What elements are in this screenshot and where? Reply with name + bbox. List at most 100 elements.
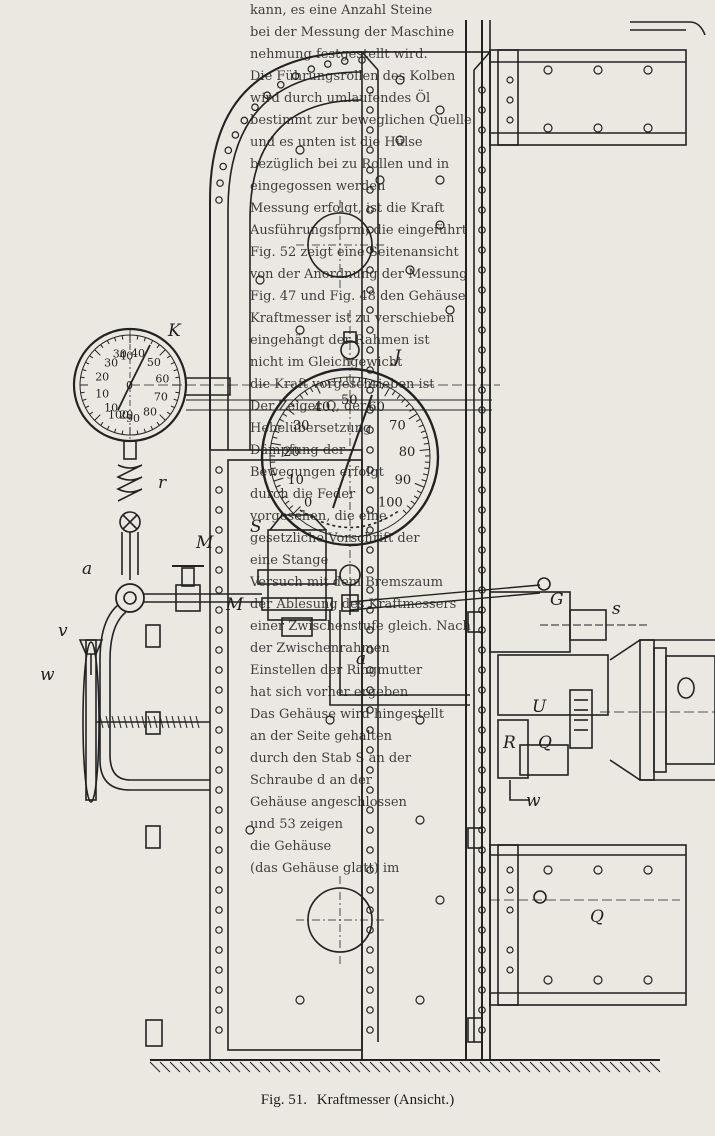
lever-mechanism (489, 591, 680, 904)
rivet (366, 766, 374, 774)
large-scale-label: 80 (399, 445, 416, 460)
rivet (340, 57, 349, 65)
rivet (506, 96, 514, 104)
small-scale-label: 40 (119, 349, 133, 362)
small-scale-label: 20 (119, 409, 133, 422)
rivet (478, 766, 486, 774)
rivet (215, 626, 223, 634)
bleed-line: wird durch umlaufendes Öl (250, 89, 430, 106)
rivet (366, 886, 374, 894)
rivet (478, 106, 486, 114)
rivet (366, 546, 374, 554)
rivet (366, 206, 374, 214)
rivet (231, 131, 240, 139)
rivet (358, 56, 366, 64)
small-scale-label: 70 (154, 391, 168, 404)
rivet (478, 506, 486, 514)
rivet (215, 196, 223, 204)
rivet (478, 966, 486, 974)
rivet (478, 366, 486, 374)
small-scale-label: 90 (126, 412, 140, 425)
rivet (478, 866, 486, 874)
rivet (366, 566, 374, 574)
small-scale-label: 80 (143, 405, 157, 418)
rivet (263, 91, 271, 100)
rivet (366, 266, 374, 274)
large-scale-label: 40 (314, 400, 331, 415)
label-M2: M (225, 595, 244, 615)
bleed-line: Einstellen der Ringmutter (250, 663, 423, 678)
rivet (307, 65, 316, 73)
rivet (478, 166, 486, 174)
small-scale-label: 10 (95, 387, 109, 400)
bleed-line: Das Gehäuse wird hingestellt (250, 707, 445, 722)
rivet (395, 135, 405, 145)
rivet (366, 986, 374, 994)
bleed-line: Kraftmesser ist zu verschieben (250, 311, 455, 326)
bleed-line: Messung erfolgt, ist die Kraft (250, 201, 445, 216)
bleed-line: der Ablesung des Kraftmessers (250, 597, 456, 612)
rivet (478, 666, 486, 674)
rivet (366, 446, 374, 454)
label-S: S (250, 517, 262, 537)
rivet (366, 306, 374, 314)
rivet (435, 105, 445, 115)
rivet (366, 626, 374, 634)
rivet (215, 1006, 223, 1014)
cutout-lower (296, 876, 384, 964)
brake-drum (600, 639, 715, 781)
rivet (478, 946, 486, 954)
rivet (366, 426, 374, 434)
bleed-line: eingegossen werden (250, 179, 386, 194)
rivet (478, 126, 486, 134)
bleed-line: vorgesehen, die eine (249, 509, 387, 524)
rivet (506, 966, 514, 974)
label-a: a (82, 559, 92, 579)
rivet (366, 326, 374, 334)
small-scale-label: 20 (95, 371, 109, 384)
rivet (478, 446, 486, 454)
rivet (593, 65, 603, 75)
rivet (366, 506, 374, 514)
caption-number: Fig. 51. (260, 1092, 308, 1108)
rivet (245, 825, 255, 835)
rivet (215, 846, 223, 854)
top-beam (489, 21, 706, 146)
bleed-line: eine Stange (250, 553, 329, 568)
large-scale-label: 60 (368, 400, 385, 415)
rivet (593, 975, 603, 985)
rivet (478, 386, 486, 394)
small-scale-label: 30 (113, 348, 127, 361)
bleed-line: nehmung festgestellt wird. (250, 47, 428, 62)
rivet (224, 146, 233, 155)
bleed-line: die Gehäuse (250, 839, 332, 854)
bolts (145, 611, 483, 1047)
rivet (295, 325, 305, 335)
bleed-line: bezüglich bei zu Rollen und in (250, 157, 450, 172)
label-a2: a (356, 649, 366, 669)
rivet (435, 895, 445, 905)
bleed-line: durch die Feder (250, 487, 356, 502)
bleed-line: Versuch mit dem Bremszaum (249, 575, 443, 590)
bleed-line: einer Zwischenstufe gleich. Nach (250, 619, 472, 634)
ground (149, 1059, 661, 1073)
bleed-line: Ausführungsform, die eingeführt (249, 223, 468, 238)
small-scale-label: 30 (104, 356, 118, 369)
rivet (366, 126, 374, 134)
rivet (366, 646, 374, 654)
rivet (478, 806, 486, 814)
rivet (366, 1006, 374, 1014)
rivet (366, 826, 374, 834)
large-scale-label: 50 (341, 393, 358, 408)
rivet (478, 526, 486, 534)
label-Q: Q (538, 733, 552, 753)
rivet (366, 386, 374, 394)
rivet (478, 706, 486, 714)
rivet (366, 806, 374, 814)
bleed-line: von der Anordnung der Messung (249, 267, 468, 282)
rivet (366, 666, 374, 674)
small-scale-label: 60 (155, 372, 169, 385)
rivet (478, 566, 486, 574)
